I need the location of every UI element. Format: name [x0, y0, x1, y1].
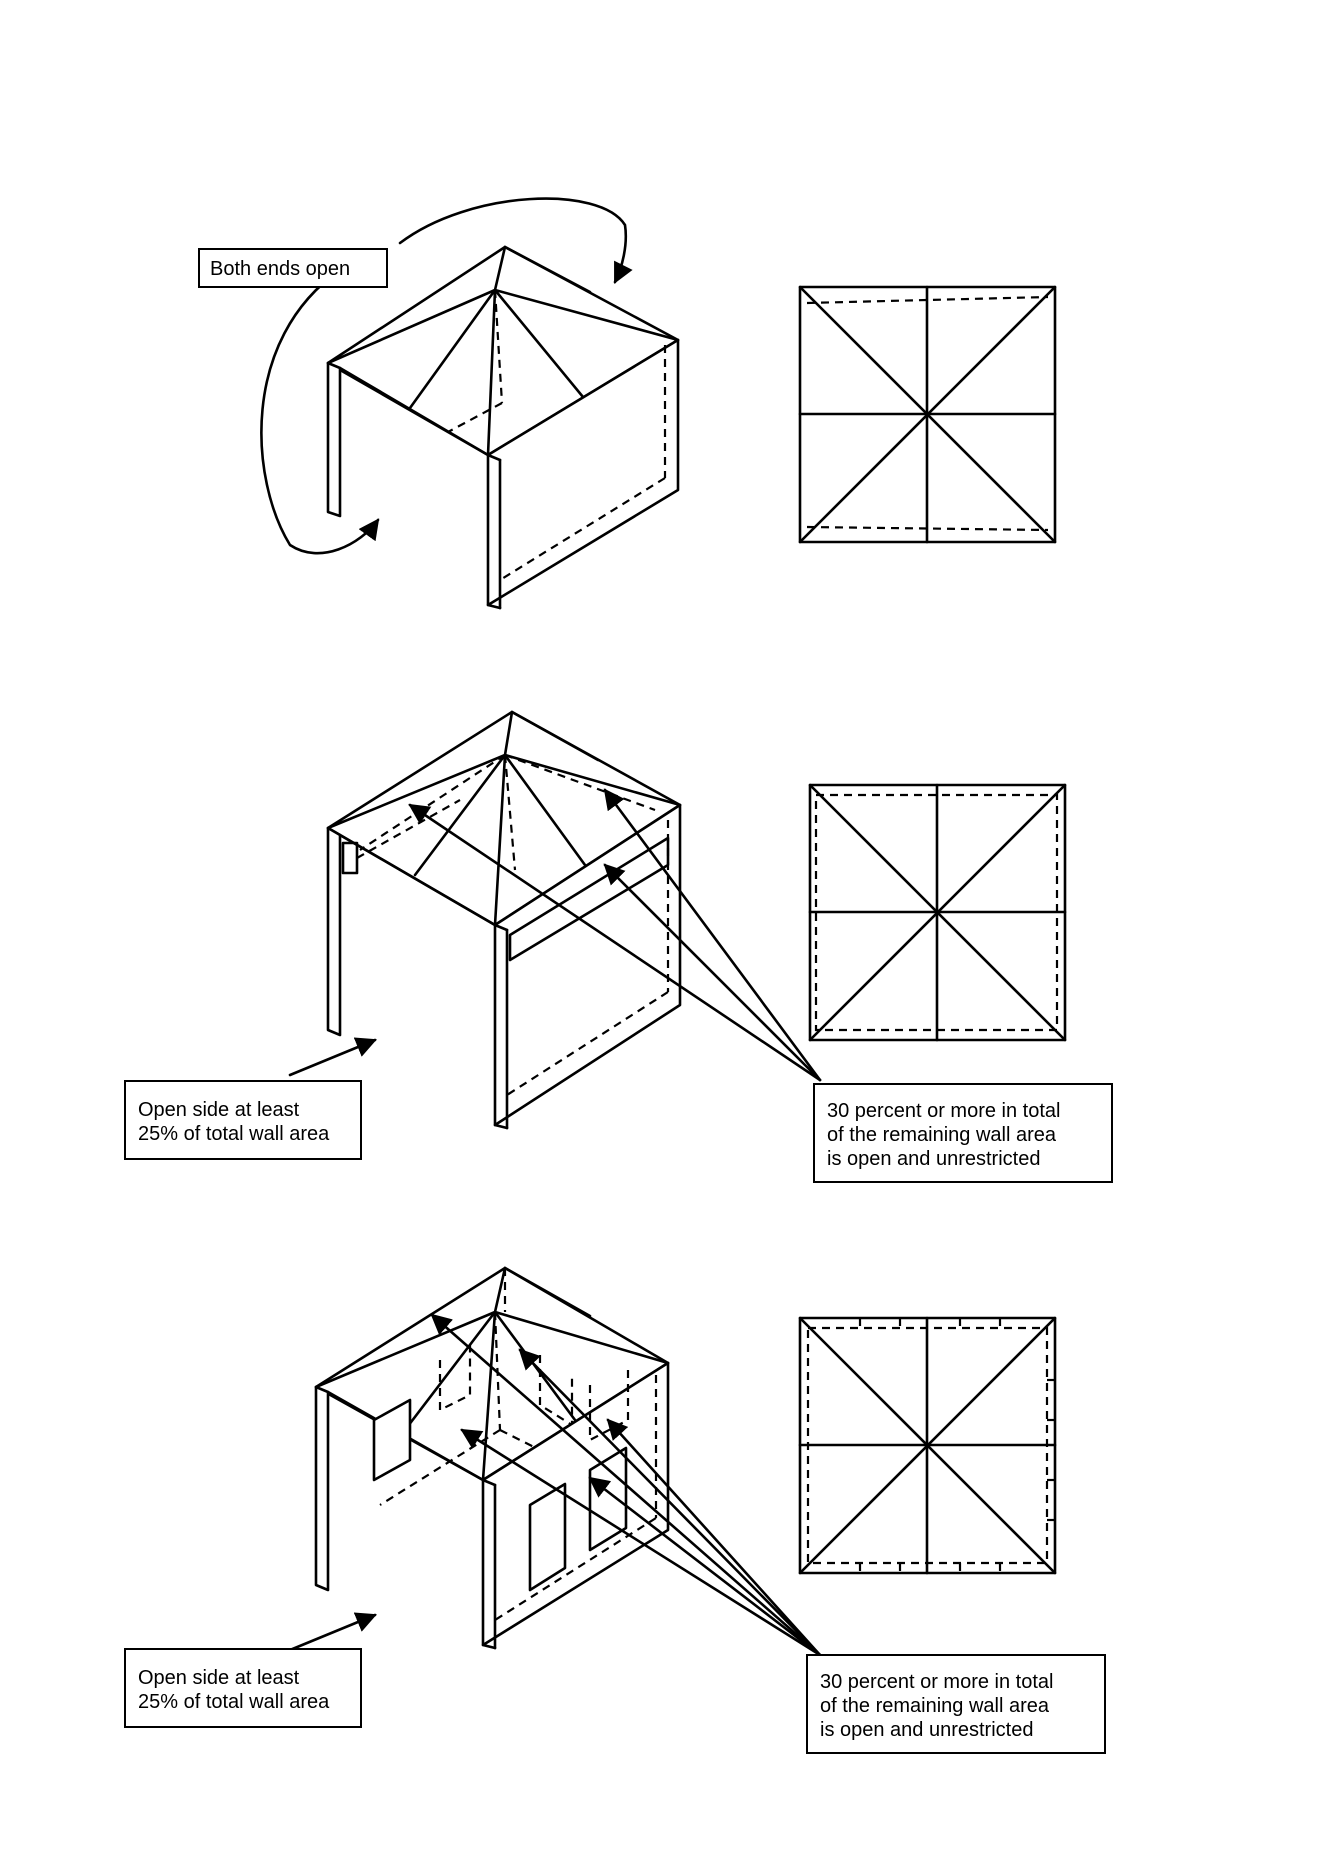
figure-2-plan	[810, 785, 1065, 1040]
callout-open-side-fig2: Open side at least 25% of total wall are…	[124, 1080, 362, 1160]
callout-open-side-fig3: Open side at least 25% of total wall are…	[124, 1648, 362, 1728]
callout-text-line-2: 25% of total wall area	[138, 1690, 348, 1714]
callout-text-line-2: 25% of total wall area	[138, 1122, 348, 1146]
callout-text-line-1: Open side at least	[138, 1666, 348, 1690]
callout-text-line-3: is open and unrestricted	[827, 1147, 1099, 1171]
callout-text: Both ends open	[210, 257, 376, 281]
callout-text-line-1: Open side at least	[138, 1098, 348, 1122]
figure-2-isometric	[290, 712, 820, 1128]
figure-3-isometric	[290, 1268, 820, 1655]
callout-remaining-fig2: 30 percent or more in total of the remai…	[813, 1083, 1113, 1183]
figure-3-plan	[800, 1318, 1055, 1573]
arrow-both-ends-bottom	[261, 270, 378, 553]
callout-text-line-2: of the remaining wall area	[827, 1123, 1099, 1147]
arrow-both-ends-top	[400, 199, 626, 282]
callout-both-ends-open: Both ends open	[198, 248, 388, 288]
callout-text-line-2: of the remaining wall area	[820, 1694, 1092, 1718]
left-wall-post	[328, 363, 340, 516]
callout-text-line-1: 30 percent or more in total	[820, 1670, 1092, 1694]
right-wall	[488, 340, 678, 605]
callout-text-line-1: 30 percent or more in total	[827, 1099, 1099, 1123]
callout-remaining-fig3: 30 percent or more in total of the remai…	[806, 1654, 1106, 1754]
figure-1-plan	[800, 287, 1055, 542]
callout-text-line-3: is open and unrestricted	[820, 1718, 1092, 1742]
